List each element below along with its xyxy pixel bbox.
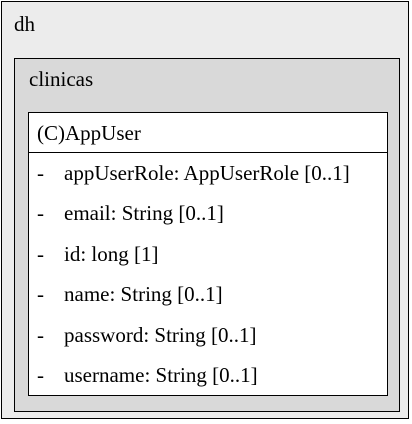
attribute-text: name: String [0..1] [64, 282, 223, 307]
visibility-marker: - [37, 322, 44, 347]
visibility-marker: - [37, 160, 44, 185]
attribute-username: - username: String [0..1] [29, 356, 387, 397]
package-dh: dh clinicas (C)AppUser - appUserRole: Ap… [1, 1, 409, 419]
visibility-marker: - [37, 363, 44, 388]
class-name: (C)AppUser [29, 113, 387, 153]
attribute-id: - id: long [1] [29, 234, 387, 275]
attribute-text: email: String [0..1] [64, 201, 224, 226]
visibility-marker: - [37, 282, 44, 307]
package-dh-label: dh [14, 12, 35, 36]
attribute-text: appUserRole: AppUserRole [0..1] [64, 160, 350, 185]
attribute-text: password: String [0..1] [64, 322, 257, 347]
attribute-email: - email: String [0..1] [29, 194, 387, 235]
package-clinicas: clinicas (C)AppUser - appUserRole: AppUs… [14, 58, 400, 412]
attribute-password: - password: String [0..1] [29, 315, 387, 356]
attribute-list: - appUserRole: AppUserRole [0..1] - emai… [29, 153, 387, 396]
attribute-name: - name: String [0..1] [29, 275, 387, 316]
visibility-marker: - [37, 241, 44, 266]
attribute-text: username: String [0..1] [64, 363, 258, 388]
package-clinicas-label: clinicas [29, 67, 94, 91]
visibility-marker: - [37, 201, 44, 226]
class-appuser: (C)AppUser - appUserRole: AppUserRole [0… [28, 112, 388, 396]
attribute-app-user-role: - appUserRole: AppUserRole [0..1] [29, 153, 387, 194]
attribute-text: id: long [1] [64, 241, 159, 266]
